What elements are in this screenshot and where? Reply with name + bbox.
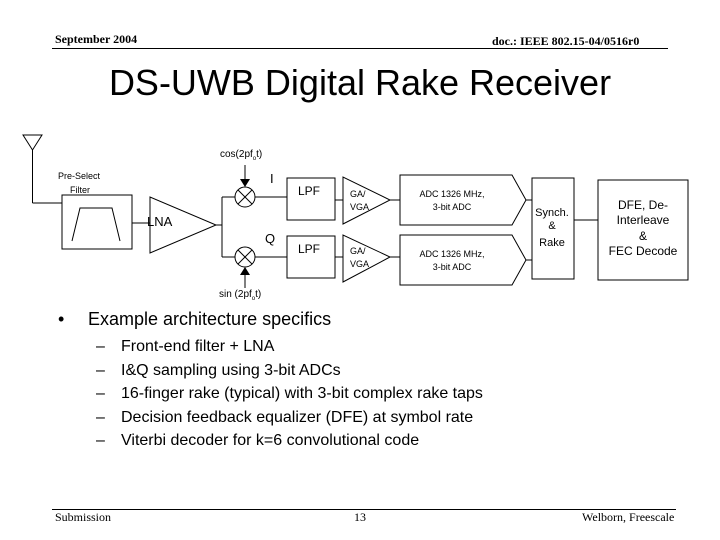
- synch-label-3: Rake: [539, 237, 565, 249]
- list-item: –Viterbi decoder for k=6 convolutional c…: [96, 432, 420, 449]
- preselect-label-line1: Pre-Select: [58, 171, 101, 181]
- synch-label-2: &: [548, 220, 556, 232]
- slide-title: DS-UWB Digital Rake Receiver: [108, 62, 612, 103]
- cos-label: cos(2pfot): [220, 149, 262, 162]
- adc-bottom-block: [399, 234, 527, 286]
- lna-label: LNA: [147, 214, 173, 229]
- list-item: –Decision feedback equalizer (DFE) at sy…: [96, 408, 474, 426]
- preselect-filter-box: [61, 194, 133, 250]
- arrow-down-icon: [240, 179, 250, 187]
- gavga-bottom-label-1: GA/: [350, 246, 366, 256]
- lna-amplifier: [149, 196, 218, 254]
- arrow-up-icon: [240, 267, 250, 275]
- list-item: –16-finger rake (typical) with 3-bit com…: [96, 385, 483, 402]
- bullet-dot-icon: •: [58, 309, 65, 329]
- dfe-fec-block: [597, 179, 689, 281]
- header-date: September 2004: [55, 32, 138, 46]
- gavga-top-amplifier: [342, 176, 392, 225]
- bandpass-filter-icon: [71, 207, 121, 242]
- header-doc-id: doc.: IEEE 802.15-04/0516r0: [492, 34, 640, 48]
- main-bullet-text: Example architecture specifics: [88, 309, 332, 329]
- lpf-top-label: LPF: [298, 184, 320, 198]
- synch-rake-block: [531, 177, 575, 280]
- dfe-label-3: &: [639, 229, 647, 243]
- adc-top-label-2: 3-bit ADC: [433, 202, 472, 212]
- dfe-label-1: DFE, De-: [618, 198, 668, 212]
- header-rule: [52, 48, 668, 49]
- footer-author: Welborn, Freescale: [582, 510, 675, 524]
- gavga-bottom-label-2: VGA: [350, 259, 369, 269]
- dfe-label-2: Interleave: [617, 213, 670, 227]
- list-item: –Front-end filter + LNA: [96, 338, 275, 355]
- main-bullet: • Example architecture specifics: [58, 309, 331, 330]
- receiver-block-diagram: cos(2pfot) sin (2pfot) I Q Pre-Select Fi…: [22, 134, 689, 302]
- footer-page-number: 13: [354, 510, 366, 524]
- q-channel-label: Q: [265, 231, 275, 246]
- preselect-label-line2: Filter: [70, 185, 90, 195]
- footer-submission: Submission: [55, 510, 112, 524]
- synch-label-1: Synch.: [535, 207, 569, 219]
- sub-bullet-list: –Front-end filter + LNA –I&Q sampling us…: [96, 335, 483, 453]
- adc-top-label-1: ADC 1326 MHz,: [419, 189, 484, 199]
- gavga-top-label-2: VGA: [350, 202, 369, 212]
- adc-top-block: [399, 174, 527, 226]
- lpf-bottom-label: LPF: [298, 242, 320, 256]
- adc-bottom-label-1: ADC 1326 MHz,: [419, 249, 484, 259]
- gavga-bottom-amplifier: [342, 234, 392, 283]
- footer-rule: [52, 509, 676, 510]
- antenna-icon: [22, 134, 43, 151]
- adc-bottom-label-2: 3-bit ADC: [433, 262, 472, 272]
- dfe-label-4: FEC Decode: [609, 244, 678, 258]
- i-channel-label: I: [270, 171, 274, 186]
- gavga-top-label-1: GA/: [350, 189, 366, 199]
- list-item: –I&Q sampling using 3-bit ADCs: [96, 361, 341, 379]
- lpf-top-box: [286, 177, 336, 221]
- sin-label: sin (2pfot): [219, 289, 261, 302]
